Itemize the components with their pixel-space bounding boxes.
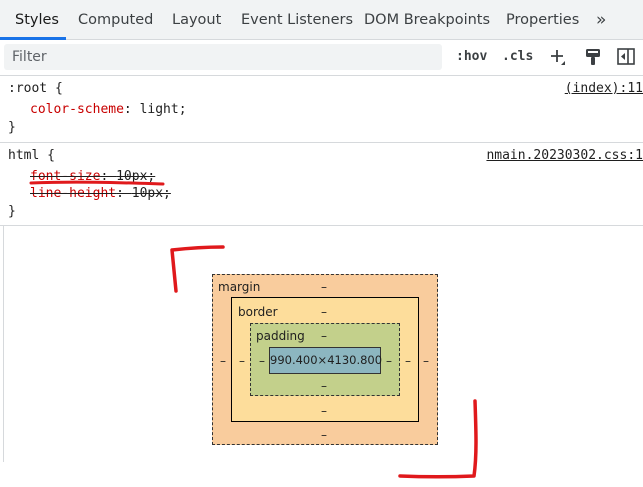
tab-event-listeners[interactable]: Event Listeners [241, 12, 354, 28]
border-label: border [238, 305, 278, 319]
tab-properties[interactable]: Properties [506, 12, 580, 28]
tab-styles[interactable]: Styles [15, 12, 59, 28]
rule-source-link[interactable]: (index):11 [564, 81, 643, 96]
box-model-content-size[interactable]: 990.400×4130.800 [269, 347, 382, 374]
padding-right-value[interactable]: – [386, 354, 392, 368]
styles-toolbar: :hov .cls [0, 40, 643, 76]
property-name[interactable]: font-size [30, 169, 101, 184]
property-name[interactable]: line-height [30, 186, 117, 201]
declaration[interactable]: color-scheme: light; [30, 102, 187, 117]
tab-dom-breakpoints[interactable]: DOM Breakpoints [364, 12, 491, 28]
margin-label: margin [218, 280, 261, 294]
paint-brush-icon[interactable] [583, 46, 603, 68]
padding-label: padding [256, 329, 305, 343]
rule-source-link[interactable]: nmain.20230302.css:1 [486, 148, 643, 163]
property-name[interactable]: color-scheme [30, 102, 124, 117]
panel-tab-bar: Styles Computed Layout Event Listeners D… [0, 0, 643, 40]
rule-close-brace: } [8, 120, 16, 135]
style-rule-root: :root { (index):11 color-scheme: light; … [0, 76, 643, 143]
tab-computed[interactable]: Computed [78, 12, 154, 28]
rule-selector[interactable]: html { [8, 148, 55, 163]
active-tab-indicator [0, 37, 66, 40]
border-top-value[interactable]: – [321, 305, 327, 319]
margin-right-value[interactable]: – [423, 354, 429, 368]
margin-left-value[interactable]: – [220, 354, 226, 368]
declaration-overridden[interactable]: line-height: 10px; [30, 186, 171, 201]
pane-divider [3, 226, 4, 462]
border-left-value[interactable]: – [239, 354, 245, 368]
border-right-value[interactable]: – [405, 354, 411, 368]
padding-top-value[interactable]: – [321, 329, 327, 343]
filter-input[interactable] [4, 44, 442, 70]
rule-close-brace: } [8, 204, 16, 219]
padding-left-value[interactable]: – [259, 354, 265, 368]
more-tabs-chevron-icon[interactable]: » [596, 10, 607, 30]
margin-top-value[interactable]: – [321, 280, 327, 294]
margin-bottom-value[interactable]: – [321, 428, 327, 442]
hover-state-button[interactable]: :hov [456, 49, 488, 64]
rule-selector[interactable]: :root { [8, 81, 63, 96]
tab-layout[interactable]: Layout [172, 12, 222, 28]
plus-icon[interactable] [548, 46, 568, 68]
style-rule-html: html { nmain.20230302.css:1 font-size: 1… [0, 143, 643, 226]
sidebar-toggle-icon[interactable] [616, 46, 636, 68]
declaration-overridden[interactable]: font-size: 10px; [30, 169, 156, 184]
property-value[interactable]: 10px; [116, 169, 156, 184]
property-value[interactable]: light; [139, 102, 187, 117]
class-toggle-button[interactable]: .cls [502, 49, 534, 64]
property-value[interactable]: 10px; [131, 186, 171, 201]
border-bottom-value[interactable]: – [321, 404, 327, 418]
padding-bottom-value[interactable]: – [321, 379, 327, 393]
